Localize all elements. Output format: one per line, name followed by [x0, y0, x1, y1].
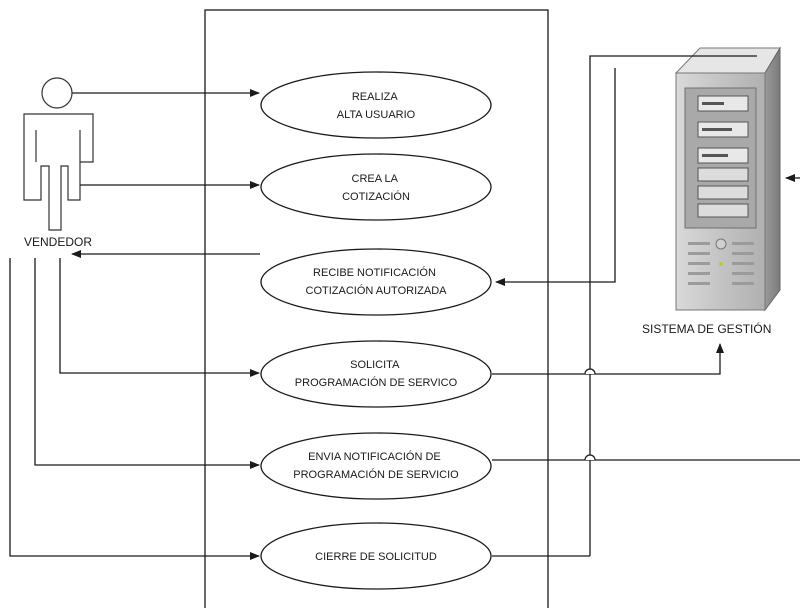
use-case-line: SOLICITA — [350, 359, 400, 371]
use-case-line: ALTA USUARIO — [337, 109, 416, 121]
use-case-line: CIERRE DE SOLICITUD — [315, 551, 437, 563]
svg-text:REALIZA ALTA USUARIO: REALIZA ALTA USUARIO — [337, 91, 416, 121]
svg-text:RECIBE NOTIFICACIÓN COTI: RECIBE NOTIFICACIÓN COTIZACIÓN AUTORIZAD… — [306, 266, 448, 297]
connectors — [9, 55, 800, 560]
use-case-crea-la-cotizacion: CREA LA COTIZACIÓN — [260, 153, 492, 221]
svg-text:ENVIA NOTIFICACIÓN DE PR: ENVIA NOTIFICACIÓN DE PROGRAMACIÓN DE SE… — [293, 450, 459, 481]
connector-system-top — [589, 55, 757, 556]
use-case-envia-notificacion: ENVIA NOTIFICACIÓN DE PROGRAMACIÓN DE SE… — [260, 432, 492, 500]
use-case-line: PROGRAMACIÓN DE SERVICO — [295, 376, 458, 389]
use-case-line: COTIZACIÓN AUTORIZADA — [306, 284, 448, 297]
use-case-line: PROGRAMACIÓN DE SERVICIO — [293, 468, 459, 481]
connector-solicita-system — [492, 343, 724, 375]
use-case-cierre-de-solicitud: CIERRE DE SOLICITUD — [260, 522, 492, 590]
use-case-line: CREA LA — [352, 173, 399, 185]
actor-figure — [23, 77, 94, 231]
use-case-realiza-alta-usuario: REALIZA ALTA USUARIO — [260, 71, 492, 139]
use-case-recibe-notificacion: RECIBE NOTIFICACIÓN COTIZACIÓN AUTORIZAD… — [260, 248, 492, 316]
connector-system-recibe — [495, 68, 616, 286]
use-case-line: RECIBE NOTIFICACIÓN — [313, 266, 436, 279]
server-tower-icon — [674, 46, 781, 312]
use-case-line: REALIZA — [352, 91, 399, 103]
actor-label: VENDEDOR — [24, 235, 92, 249]
connector-actor-solicita — [59, 258, 260, 377]
use-case-line: COTIZACIÓN — [342, 190, 410, 203]
svg-text:CIERRE DE SOLICITUD: CIERRE DE SOLICITUD — [315, 551, 437, 563]
connector-actor-cierre — [9, 258, 260, 560]
svg-text:CREA LA COTIZACIÓN: CREA LA COTIZACIÓN — [342, 173, 410, 203]
system-boundary — [204, 9, 549, 608]
use-case-line: ENVIA NOTIFICACIÓN DE — [308, 450, 441, 463]
use-case-solicita-programacion: SOLICITA PROGRAMACIÓN DE SERVICO — [260, 340, 492, 408]
svg-text:SOLICITA PROGRAMACIÓN DE: SOLICITA PROGRAMACIÓN DE SERVICO — [295, 359, 458, 389]
person-icon — [41, 77, 73, 109]
connector-actor-envia — [34, 258, 260, 469]
system-label: SISTEMA DE GESTIÓN — [642, 321, 771, 336]
